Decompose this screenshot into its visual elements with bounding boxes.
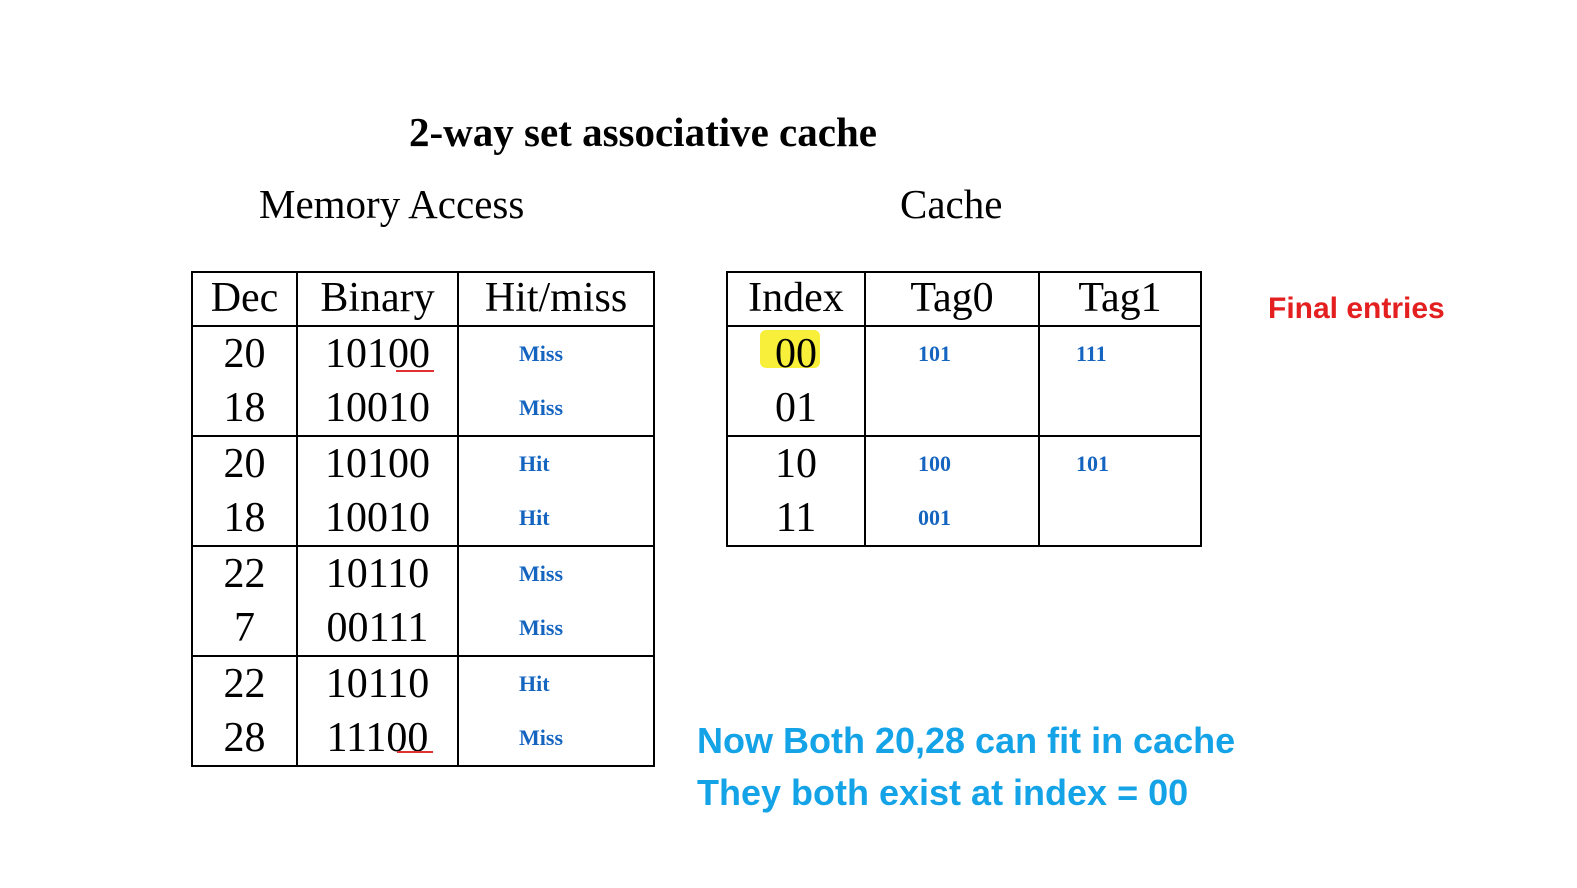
note-line-2: They both exist at index = 00 bbox=[697, 772, 1189, 813]
hit-miss-value: Hit bbox=[519, 671, 550, 696]
final-entries-label: Final entries bbox=[1268, 292, 1445, 325]
index-value: 01 bbox=[775, 385, 817, 431]
tag0-value: 101 bbox=[918, 341, 951, 366]
index-value: 00 bbox=[775, 331, 817, 377]
binary-value: 10100 bbox=[325, 331, 430, 377]
tag0-value: 001 bbox=[918, 505, 951, 530]
tag0-cell: 100 001 bbox=[864, 435, 1040, 547]
tag1-cell: 101 bbox=[1038, 435, 1202, 547]
memory-access-heading: Memory Access bbox=[259, 181, 525, 227]
tag0-value bbox=[866, 381, 1038, 435]
binary-cell: 10100 10010 bbox=[296, 435, 459, 547]
binary-value: 10010 bbox=[325, 385, 430, 431]
column-header-tag0: Tag0 bbox=[864, 271, 1040, 327]
column-header-tag1: Tag1 bbox=[1038, 271, 1202, 327]
index-value: 10 bbox=[775, 441, 817, 487]
hit-miss-value: Miss bbox=[519, 615, 563, 640]
hit-miss-value: Miss bbox=[519, 341, 563, 366]
memory-access-header-row: Dec Binary Hit/miss bbox=[191, 271, 655, 327]
tag1-cell: 111 bbox=[1038, 325, 1202, 437]
index-value: 11 bbox=[775, 495, 817, 541]
binary-value: 00111 bbox=[326, 605, 429, 651]
tag1-value: 101 bbox=[1076, 451, 1109, 476]
dec-value: 7 bbox=[234, 605, 255, 651]
dec-value: 18 bbox=[223, 495, 266, 541]
dec-value: 22 bbox=[223, 551, 266, 597]
hit-miss-value: Miss bbox=[519, 561, 563, 586]
binary-cell: 10110 11100 bbox=[296, 655, 459, 767]
page-title: 2-way set associative cache bbox=[409, 109, 877, 155]
binary-value: 10100 bbox=[325, 441, 430, 487]
cache-heading: Cache bbox=[900, 181, 1003, 227]
underline-mark bbox=[396, 370, 434, 372]
binary-value: 10110 bbox=[325, 551, 430, 597]
binary-cell: 10100 10010 bbox=[296, 325, 459, 437]
tag1-value bbox=[1040, 491, 1200, 545]
binary-value: 11100 bbox=[326, 715, 429, 761]
column-header-dec: Dec bbox=[191, 271, 298, 327]
tag1-value: 111 bbox=[1076, 341, 1107, 366]
cache-header-row: Index Tag0 Tag1 bbox=[726, 271, 1202, 327]
hit-miss-value: Miss bbox=[519, 395, 563, 420]
dec-value: 18 bbox=[223, 385, 266, 431]
tag1-value bbox=[1040, 381, 1200, 435]
column-header-hit-miss: Hit/miss bbox=[457, 271, 655, 327]
column-header-binary: Binary bbox=[296, 271, 459, 327]
note-line-1: Now Both 20,28 can fit in cache bbox=[697, 720, 1236, 761]
binary-value: 10010 bbox=[325, 495, 430, 541]
tag0-cell: 101 bbox=[864, 325, 1040, 437]
hit-miss-value: Miss bbox=[519, 725, 563, 750]
underline-mark bbox=[397, 751, 433, 753]
binary-value: 10110 bbox=[325, 661, 430, 707]
hit-miss-value: Hit bbox=[519, 451, 550, 476]
dec-value: 28 bbox=[223, 715, 266, 761]
binary-cell: 10110 00111 bbox=[296, 545, 459, 657]
dec-value: 20 bbox=[223, 331, 266, 377]
tag0-value: 100 bbox=[918, 451, 951, 476]
dec-value: 20 bbox=[223, 441, 266, 487]
dec-value: 22 bbox=[223, 661, 266, 707]
column-header-index: Index bbox=[726, 271, 866, 327]
hit-miss-value: Hit bbox=[519, 505, 550, 530]
